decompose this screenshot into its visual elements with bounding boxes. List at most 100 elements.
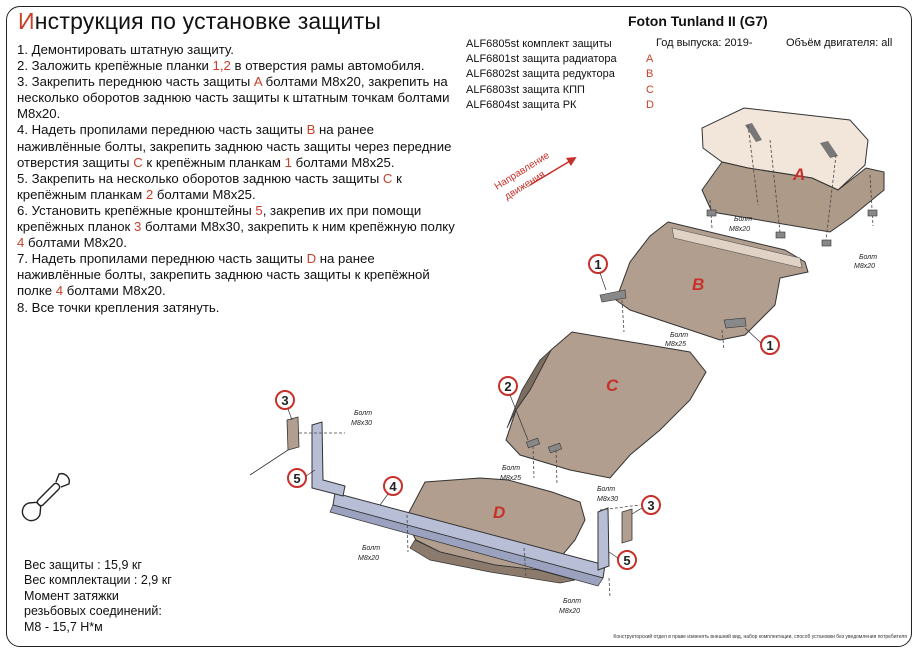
bolt-word: Болт: [502, 465, 520, 472]
step-text: в отверстия рамы автомобиля.: [230, 58, 425, 74]
bolt-word: Болт: [354, 410, 372, 417]
guard-weight: Вес защиты : 15,9 кг: [24, 558, 142, 572]
disclaimer: Конструкторский отдел в праве изменять в…: [613, 634, 907, 640]
step-text: болтами М8х30, закрепить к ним крепёжную…: [141, 219, 455, 235]
shelf-4: [329, 492, 606, 587]
torque-line-2: резьбовых соединений:: [24, 604, 162, 619]
step-reference: 4: [55, 283, 64, 299]
step-text: 2. Заложить крепёжные планки: [17, 58, 213, 74]
page-frame: [6, 6, 912, 647]
engine-label: Объём двигателя: all: [786, 37, 893, 49]
callout-3-left: 3: [275, 390, 295, 421]
callout-5-left: 5: [287, 468, 316, 488]
step-text: 8. Все точки крепления затянуть.: [17, 299, 220, 315]
specs-block: Вес защиты : 15,9 кг Вес комплектации : …: [24, 558, 172, 635]
bolt-label-right-bracket: Болт M8x30: [597, 486, 618, 503]
step-reference: 3: [133, 219, 142, 235]
step-text: на ранее наживлённые болты, закрепить за…: [17, 251, 430, 299]
part-label-a: A: [792, 165, 805, 184]
car-model: Foton Tunland II (G7): [628, 13, 768, 29]
part-name: ALF6801st защита радиатора: [466, 53, 617, 66]
step-text: 7. Надеть пропилами переднюю часть защит…: [17, 251, 307, 267]
torque-line-1: Момент затяжки: [24, 588, 119, 603]
step-text: к крепёжным планкам: [17, 170, 402, 202]
bolt-size: M8x30: [351, 420, 372, 427]
step-reference: C: [133, 154, 143, 170]
step-text: 5. Закрепить на несколько оборотов задню…: [17, 170, 383, 186]
part-label-c: C: [606, 376, 619, 395]
step-text: на ранее наживлённые болты, закрепить за…: [17, 122, 452, 170]
step-reference: 1: [284, 154, 292, 170]
year-label: Год выпуска: 2019-: [656, 37, 753, 49]
page-title: Инструкция по установке защиты: [18, 8, 381, 35]
step-text: 1. Демонтировать штатную защиту.: [17, 42, 234, 57]
plate-b: B: [599, 221, 809, 351]
callout-number: 5: [293, 471, 300, 486]
plate-a: A: [701, 107, 885, 247]
callout-number: 3: [281, 393, 288, 408]
step-text: болтами М8х20.: [24, 235, 127, 251]
bolt-label-c: Болт M8x25: [500, 465, 521, 482]
step-reference: 4: [17, 235, 25, 251]
bolt-size: M8x30: [597, 496, 618, 503]
bolt-label-b: Болт M8x25: [665, 332, 688, 348]
wrench-icon: [21, 473, 70, 522]
callout-4: 4: [379, 476, 403, 506]
bolt-size: M8x20: [358, 555, 379, 562]
bolt-word: Болт: [859, 254, 877, 261]
bolt-labels: Болт M8x20 Болт M8x20 Болт M8x25 Болт M8…: [351, 216, 877, 615]
part-letter: C: [646, 83, 654, 96]
part-name: ALF6802st защита редуктора: [466, 68, 615, 81]
title-first-letter: И: [18, 8, 35, 34]
step-5: 5. Закрепить на несколько оборотов задню…: [17, 171, 457, 203]
callout-number: 5: [623, 553, 630, 568]
step-text: 4. Надеть пропилами переднюю часть защит…: [17, 122, 307, 138]
part-letter: B: [646, 68, 654, 81]
plate-c: C: [505, 331, 707, 485]
callout-2: 2: [498, 376, 529, 441]
bolt-size: M8x20: [854, 263, 875, 270]
step-text: болтами М8х20.: [63, 283, 166, 299]
bracket-left: [249, 416, 346, 497]
bolt-word: Болт: [362, 545, 380, 552]
step-reference: D: [306, 251, 317, 267]
step-1: 1. Демонтировать штатную защиту.: [17, 42, 457, 58]
part-name: ALF6805st комплект защиты: [466, 38, 612, 50]
plate-d: D: [404, 477, 586, 584]
step-text: , закрепив их при помощи крепёжных плано…: [17, 202, 422, 235]
bolt-label-a-left: Болт M8x20: [729, 216, 752, 233]
step-text: 3. Закрепить переднюю часть защиты: [17, 74, 254, 90]
step-text: к крепёжным планкам: [142, 154, 285, 170]
bolt-word: Болт: [563, 598, 581, 605]
bolt-word: Болт: [597, 486, 615, 493]
step-reference: 2: [145, 186, 154, 202]
step-text: болтами М8х25.: [153, 186, 256, 202]
step-4: 4. Надеть пропилами переднюю часть защит…: [17, 122, 457, 170]
part-label-b: B: [692, 275, 704, 294]
step-reference: 1,2: [212, 58, 231, 74]
bolt-size: M8x25: [665, 341, 686, 348]
step-text: 6. Установить крепёжные кронштейны: [17, 202, 256, 218]
step-reference: A: [253, 74, 262, 90]
callout-1-right: 1: [744, 327, 780, 355]
bolt-label-left-bracket: Болт M8x30: [351, 410, 372, 427]
bolt-word: Болт: [734, 216, 752, 223]
step-text: болтами М8х20, закрепить на несколько об…: [17, 74, 450, 122]
bolt-word: Болт: [670, 332, 688, 339]
torque-line-3: М8 - 15,7 Н*м: [24, 619, 103, 634]
kit-weight: Вес комплектации : 2,9 кг: [24, 573, 172, 588]
part-name: ALF6803st защита КПП: [466, 83, 585, 96]
part-letter: D: [646, 98, 654, 111]
callout-5-right: 5: [608, 550, 637, 570]
step-6: 6. Установить крепёжные кронштейны 5, за…: [17, 203, 457, 251]
part-label-d: D: [493, 503, 505, 522]
title-rest: нструкция по установке защиты: [34, 8, 382, 34]
installation-steps: 1. Демонтировать штатную защиту.2. Залож…: [17, 42, 457, 316]
callout-1-left: 1: [588, 254, 608, 291]
bolt-label-shelf-right: Болт M8x20: [559, 598, 581, 615]
step-reference: C: [382, 170, 393, 186]
step-3: 3. Закрепить переднюю часть защиты A бол…: [17, 74, 457, 122]
part-name: ALF6804st защита РК: [466, 98, 577, 111]
